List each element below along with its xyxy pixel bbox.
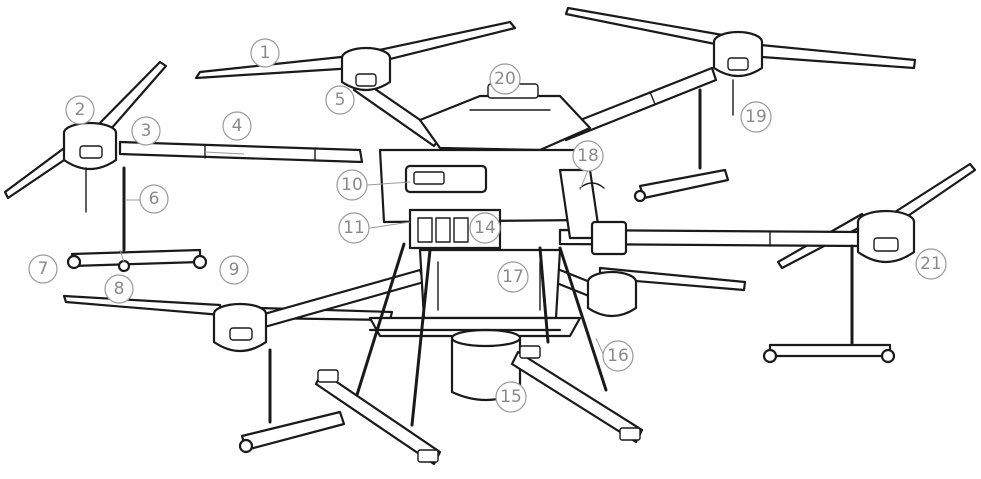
motor-front-left (340, 46, 392, 92)
svg-text:21: 21 (920, 254, 942, 274)
svg-text:15: 15 (500, 387, 522, 407)
callouts: 1 2 3 4 5 6 7 8 (28, 38, 947, 413)
svg-text:14: 14 (474, 218, 496, 238)
svg-text:17: 17 (502, 267, 524, 287)
callout-7: 7 (28, 254, 58, 284)
motors (62, 30, 916, 353)
motor-bottom-right (586, 270, 638, 318)
callout-8: 8 (104, 274, 134, 304)
svg-text:7: 7 (38, 259, 49, 279)
callout-16: 16 (602, 340, 634, 372)
svg-text:11: 11 (343, 218, 365, 238)
callout-3: 3 (131, 116, 161, 146)
callout-11: 11 (338, 212, 370, 244)
svg-text:20: 20 (494, 69, 516, 89)
svg-text:16: 16 (607, 346, 629, 366)
motor-left-outer (62, 121, 118, 171)
callout-1: 1 (250, 38, 280, 68)
landing-gear (314, 242, 644, 466)
callout-21: 21 (915, 248, 947, 280)
callout-17: 17 (497, 261, 529, 293)
svg-text:9: 9 (229, 260, 240, 280)
leader-lines (119, 151, 605, 357)
motor-right-outer (856, 209, 916, 263)
callout-9: 9 (219, 255, 249, 285)
svg-text:1: 1 (260, 43, 271, 63)
callout-14: 14 (469, 212, 501, 244)
svg-text:5: 5 (335, 90, 346, 110)
svg-text:4: 4 (232, 116, 243, 136)
svg-text:2: 2 (75, 100, 86, 120)
callout-5: 5 (325, 85, 355, 115)
svg-text:8: 8 (114, 279, 125, 299)
callout-10: 10 (336, 169, 368, 201)
callout-6: 6 (139, 184, 169, 214)
callout-4: 4 (222, 111, 252, 141)
svg-text:19: 19 (745, 107, 767, 127)
svg-text:3: 3 (141, 121, 152, 141)
callout-15: 15 (495, 381, 527, 413)
callout-18: 18 (572, 140, 604, 172)
callout-20: 20 (489, 63, 521, 95)
motor-rear-right (712, 30, 764, 78)
motor-bottom-left (212, 302, 268, 353)
svg-text:6: 6 (149, 189, 160, 209)
svg-text:18: 18 (577, 146, 599, 166)
svg-text:10: 10 (341, 175, 363, 195)
callout-19: 19 (740, 101, 772, 133)
callout-2: 2 (65, 95, 95, 125)
spray-booms (66, 79, 896, 454)
